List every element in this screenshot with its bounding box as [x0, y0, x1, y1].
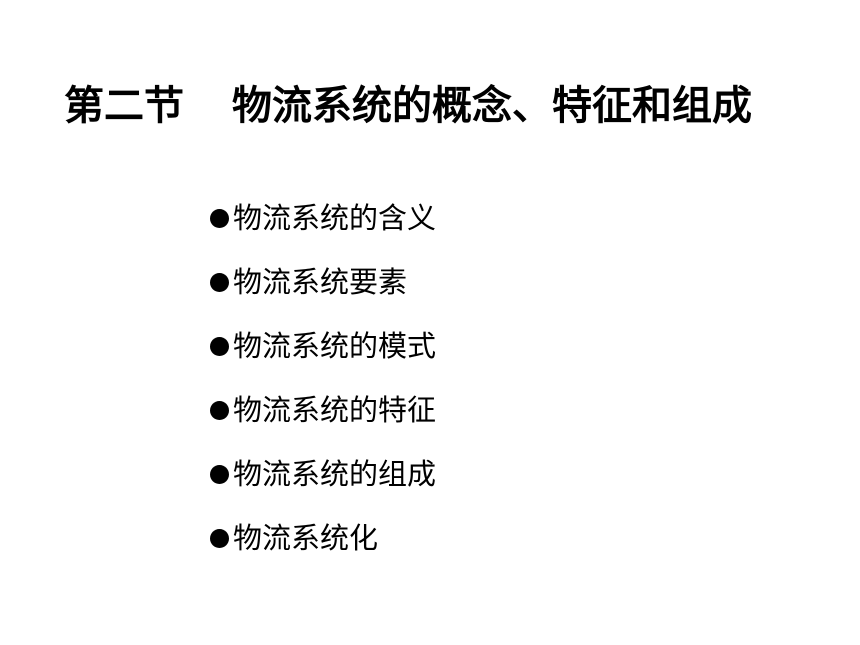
title-heading: 物流系统的概念、特征和组成	[232, 83, 752, 129]
list-item: 物流系统的含义	[210, 186, 436, 250]
bullet-list: 物流系统的含义 物流系统要素 物流系统的模式 物流系统的特征 物流系统的组成 物…	[210, 186, 436, 570]
list-item: 物流系统要素	[210, 250, 436, 314]
list-item-label: 物流系统的模式	[233, 328, 437, 363]
list-item-label: 物流系统的组成	[233, 456, 437, 491]
list-item-label: 物流系统的含义	[233, 200, 437, 235]
bullet-icon	[210, 272, 229, 292]
list-item-label: 物流系统要素	[233, 264, 408, 299]
list-item: 物流系统的模式	[210, 314, 436, 378]
bullet-icon	[210, 528, 229, 548]
bullet-icon	[210, 400, 229, 420]
bullet-icon	[210, 464, 229, 484]
page-title: 第二节 物流系统的概念、特征和组成	[64, 78, 824, 134]
list-item: 物流系统的特征	[210, 378, 436, 442]
title-section-number: 第二节	[64, 83, 184, 129]
list-item-label: 物流系统的特征	[233, 392, 437, 427]
list-item: 物流系统化	[210, 506, 436, 570]
list-item: 物流系统的组成	[210, 442, 436, 506]
bullet-icon	[210, 336, 229, 356]
list-item-label: 物流系统化	[233, 520, 379, 555]
bullet-icon	[210, 208, 229, 228]
